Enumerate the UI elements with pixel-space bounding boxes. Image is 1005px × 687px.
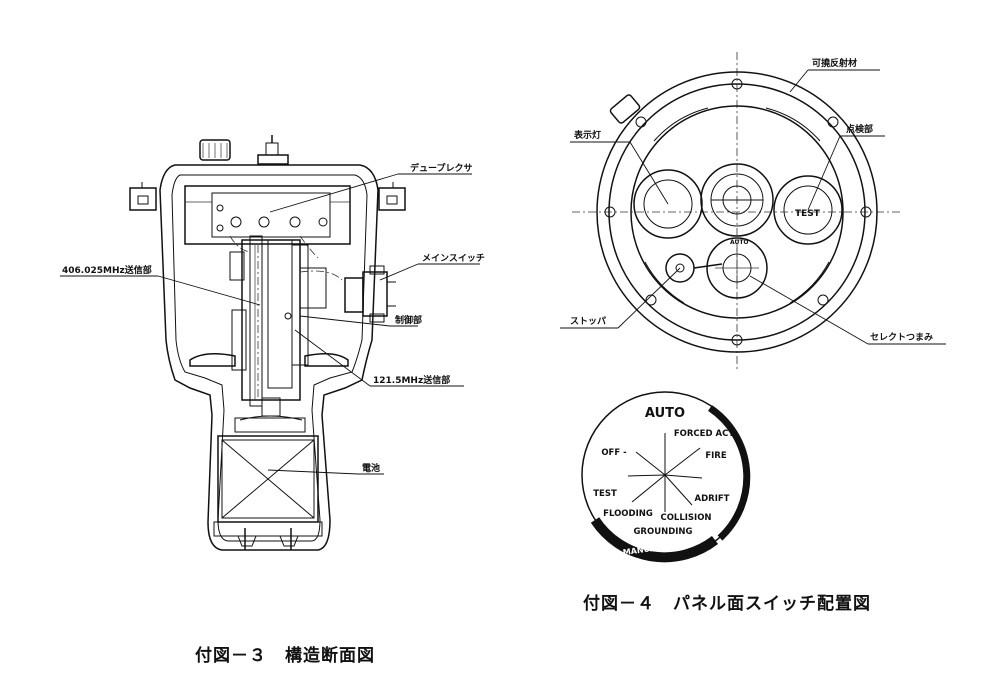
figure4-caption: 付図－４ パネル面スイッチ配置図 [583, 593, 871, 614]
svg-text:ストッパ: ストッパ [570, 315, 606, 327]
dial-forced-act: FORCED ACT [674, 429, 734, 439]
figure3-label-main-switch: メインスイッチ [379, 253, 485, 281]
figure4-label-select-knob: セレクトつまみ [749, 275, 946, 345]
svg-text:406.025MHz送信部: 406.025MHz送信部 [62, 264, 152, 276]
structure-cross-section-drawing [129, 135, 406, 551]
dial-test: TEST [593, 489, 617, 499]
figure4-label-stopper: ストッパ [560, 267, 681, 329]
panel-front-view-drawing [572, 52, 900, 370]
figure3-label-duplexer: デュープレクサ [269, 162, 472, 213]
svg-text:セレクトつまみ: セレクトつまみ [870, 332, 933, 343]
svg-text:電池: 電池 [362, 462, 380, 474]
svg-text:121.5MHz送信部: 121.5MHz送信部 [373, 374, 450, 386]
svg-text:点検部: 点検部 [846, 123, 873, 135]
dial-grounding: GROUNDING [633, 527, 692, 537]
dial-fire: FIRE [705, 451, 727, 461]
figure4-label-check-section: 点検部 [807, 123, 885, 211]
figure3-label-121mhz-transmitter: 121.5MHz送信部 [294, 329, 464, 387]
svg-text:表示灯: 表示灯 [573, 129, 601, 141]
svg-text:メインスイッチ: メインスイッチ [422, 253, 485, 264]
figure3-caption: 付図－３ 構造断面図 [195, 645, 375, 666]
dial-adrift: ADRIFT [695, 494, 730, 504]
svg-text:可撓反射材: 可撓反射材 [812, 57, 857, 69]
svg-text:デュープレクサ: デュープレクサ [410, 162, 472, 174]
small-dial-auto-label: AUTO [730, 239, 749, 246]
svg-text:制御部: 制御部 [395, 314, 422, 326]
figure3-label-406mhz-transmitter: 406.025MHz送信部 [60, 264, 261, 306]
figure4-label-indicator-lamp: 表示灯 [570, 129, 669, 205]
figure3-label-battery: 電池 [267, 462, 384, 475]
dial-flooding: FLOODING [603, 509, 653, 519]
figure3-label-control-unit: 制御部 [299, 314, 422, 327]
dial-auto: AUTO [645, 406, 685, 421]
dial-off: OFF - [601, 448, 627, 458]
select-dial-enlarged [581, 391, 751, 563]
dial-collision: COLLISION [660, 513, 711, 523]
figure4-label-reflector: 可撓反射材 [789, 57, 880, 93]
check-test-label: TEST [795, 209, 821, 219]
